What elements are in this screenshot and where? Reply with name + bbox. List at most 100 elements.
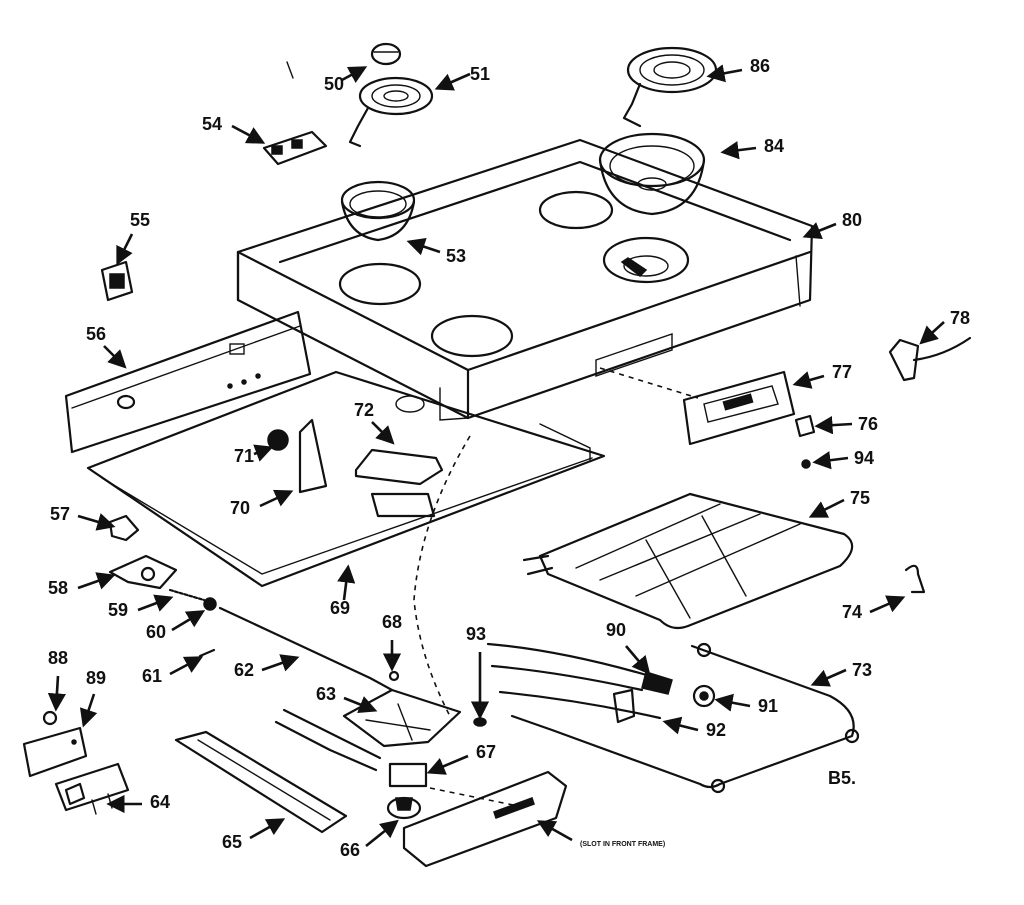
callout-label-80: 80 (842, 210, 862, 230)
control-housing-77 (682, 370, 796, 446)
callout-91: 91 (714, 693, 778, 716)
callout-68: 68 (382, 612, 402, 672)
clip-78 (888, 336, 972, 382)
callout-arrow-50 (341, 66, 368, 83)
callout-arrow-92 (662, 716, 699, 735)
callout-label-55: 55 (130, 210, 150, 230)
callout-arrow-73 (810, 668, 847, 687)
surface-element-86 (622, 46, 718, 128)
callout-label-50: 50 (324, 74, 344, 94)
surface-element-51 (348, 76, 434, 148)
oven-element-75 (522, 492, 854, 630)
callout-arrow-86 (706, 64, 743, 83)
callout-58: 58 (48, 572, 116, 598)
callout-label-61: 61 (142, 666, 162, 686)
callout-77: 77 (792, 362, 852, 389)
callout-label-92: 92 (706, 720, 726, 740)
callout-label-84: 84 (764, 136, 784, 156)
drip-bowl-small-53 (340, 180, 416, 242)
callout-62: 62 (234, 654, 300, 680)
washer-60 (203, 597, 217, 611)
callout-67: 67 (426, 742, 496, 775)
callout-arrow-69 (337, 564, 356, 601)
figure-code: B5. (828, 768, 856, 788)
plate-89 (22, 726, 88, 778)
callout-arrow-72 (371, 421, 395, 445)
callout-label-75: 75 (850, 488, 870, 508)
grommet-93 (473, 717, 487, 727)
nut-91 (692, 684, 716, 708)
callout-label-53: 53 (446, 246, 466, 266)
callout-label-70: 70 (230, 498, 250, 518)
callout-arrow-66 (365, 819, 399, 848)
switch-55 (100, 260, 134, 302)
callout-71: 71 (234, 444, 274, 466)
back-panel-56 (64, 310, 312, 454)
bracket-58 (108, 554, 178, 590)
callout-label-51: 51 (470, 64, 490, 84)
callout-86: 86 (706, 56, 770, 83)
callout-arrow-63 (343, 696, 378, 714)
switch-64 (54, 762, 130, 815)
drip-bowl-large-84 (598, 132, 706, 216)
callout-arrow-60 (171, 610, 206, 632)
callout-arrow-51 (434, 72, 471, 91)
callout-arrow-56 (103, 345, 127, 369)
callout-arrow-74 (869, 595, 906, 614)
callout-70: 70 (230, 489, 294, 518)
rod-62 (218, 606, 394, 692)
callout-64: 64 (106, 792, 170, 814)
callout-label-71: 71 (234, 446, 254, 466)
callout-label-63: 63 (316, 684, 336, 704)
callout-label-60: 60 (146, 622, 166, 642)
callout-arrow-70 (259, 489, 294, 508)
callout-arrow-77 (792, 371, 825, 389)
terminal-block-54 (262, 130, 328, 166)
callout-label-68: 68 (382, 612, 402, 632)
callout-arrow-58 (77, 572, 116, 590)
callout-label-91: 91 (758, 696, 778, 716)
callout-72: 72 (354, 400, 395, 445)
cooktop-main-top (236, 138, 814, 421)
callout-label-69: 69 (330, 598, 350, 618)
callout-54: 54 (202, 114, 266, 144)
callout-label-93: 93 (466, 624, 486, 644)
callout-93: 93 (466, 624, 490, 720)
burner-hole-right-rear (538, 190, 614, 230)
sensor-92 (498, 688, 662, 724)
callout-60: 60 (146, 610, 206, 642)
callout-75: 75 (808, 488, 870, 518)
callout-arrow-88 (47, 675, 66, 712)
wire-harness-90 (486, 642, 673, 695)
dashed-connection-lines (413, 367, 699, 809)
callout-50: 50 (324, 66, 368, 94)
callout-arrow-53 (406, 237, 441, 256)
callout-label-86: 86 (750, 56, 770, 76)
callout-label-89: 89 (86, 668, 106, 688)
callout-label-73: 73 (852, 660, 872, 680)
callout-label-56: 56 (86, 324, 106, 344)
callout-arrow-75 (808, 498, 845, 518)
callout-label-94: 94 (854, 448, 874, 468)
callout-label-78: 78 (950, 308, 970, 328)
callout-51: 51 (434, 64, 490, 91)
sleeve-61 (198, 648, 216, 658)
knob-76 (794, 414, 816, 438)
callout-90: 90 (606, 620, 651, 675)
callout-66: 66 (340, 819, 399, 860)
callout-arrow-76 (814, 416, 853, 435)
callout-94: 94 (812, 448, 874, 470)
callout-arrow-61 (169, 656, 204, 676)
knob-66 (386, 796, 422, 820)
callout-arrow-54 (231, 124, 266, 144)
callout-label-64: 64 (150, 792, 170, 812)
screw-68 (388, 670, 400, 682)
callout-74: 74 (842, 595, 906, 622)
rail-65 (174, 730, 348, 834)
callout-55: 55 (116, 210, 150, 266)
burner-hole-left-front (430, 314, 514, 358)
bracket-72 (354, 395, 444, 518)
burner-hole-left-rear (338, 262, 422, 306)
callout-65: 65 (222, 818, 286, 852)
